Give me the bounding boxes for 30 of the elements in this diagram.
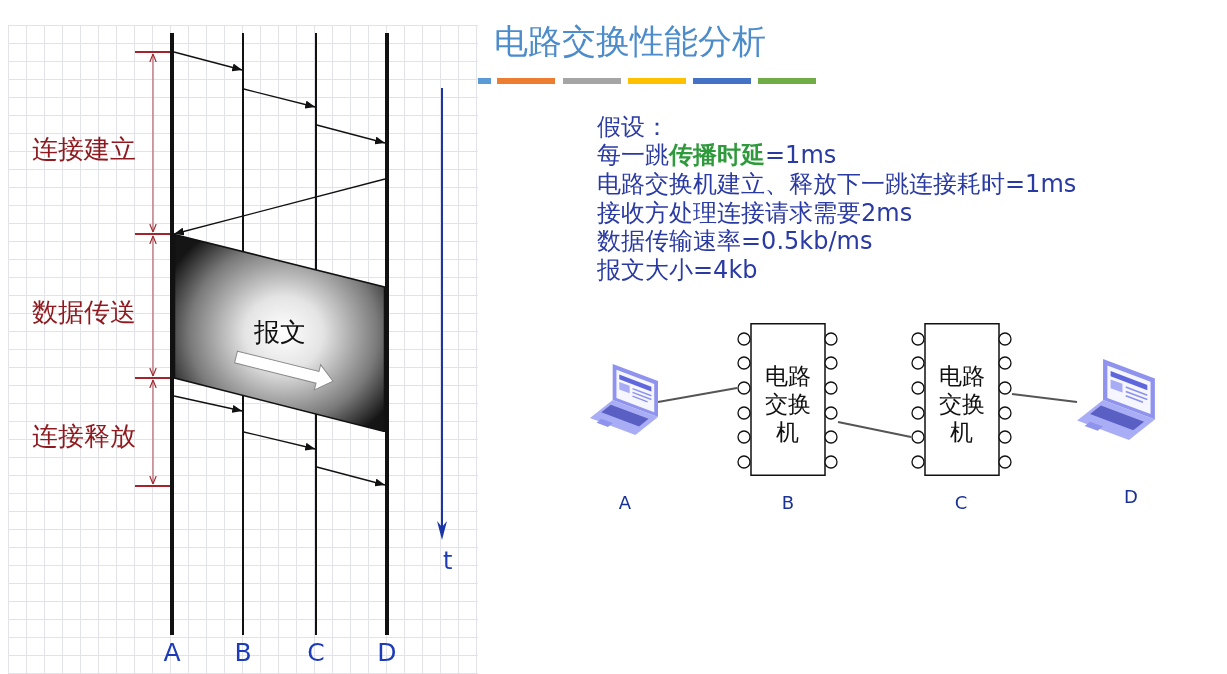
node-label: C — [954, 492, 968, 514]
arrow — [173, 51, 243, 72]
node-label: B — [781, 492, 795, 514]
assumption-text: 电路交换机建立、释放下一跳连接耗时=1ms — [597, 169, 1077, 199]
assumption-text: 每一跳传播时延=1ms — [597, 141, 837, 170]
connection-line — [657, 387, 738, 403]
assumption-text: 报文大小=4kb — [597, 255, 758, 285]
node-label: A — [618, 492, 632, 514]
arrow — [316, 124, 386, 145]
phase-label: 连接释放 — [32, 421, 136, 453]
connection-line — [1011, 393, 1078, 403]
arrow — [243, 431, 316, 451]
node-text: 报文 — [254, 317, 306, 349]
node-label: B — [234, 638, 252, 668]
arrow — [316, 466, 386, 487]
node-label: A — [163, 638, 181, 668]
arrow — [243, 88, 316, 109]
axis-label: t — [443, 547, 453, 576]
phase-label: 连接建立 — [32, 134, 136, 166]
node-label: D — [377, 638, 397, 668]
slide-title: 电路交换性能分析 — [494, 21, 766, 62]
assumption-heading: 假设： — [597, 112, 669, 142]
assumption-text: 接收方处理连接请求需要2ms — [597, 198, 913, 228]
arrow — [173, 178, 386, 236]
node-label: C — [307, 638, 325, 668]
phase-label: 数据传送 — [32, 297, 136, 329]
arrow — [173, 395, 243, 413]
node-label: D — [1124, 486, 1138, 508]
assumption-text: 数据传输速率=0.5kb/ms — [597, 227, 873, 256]
connection-line — [837, 421, 912, 438]
